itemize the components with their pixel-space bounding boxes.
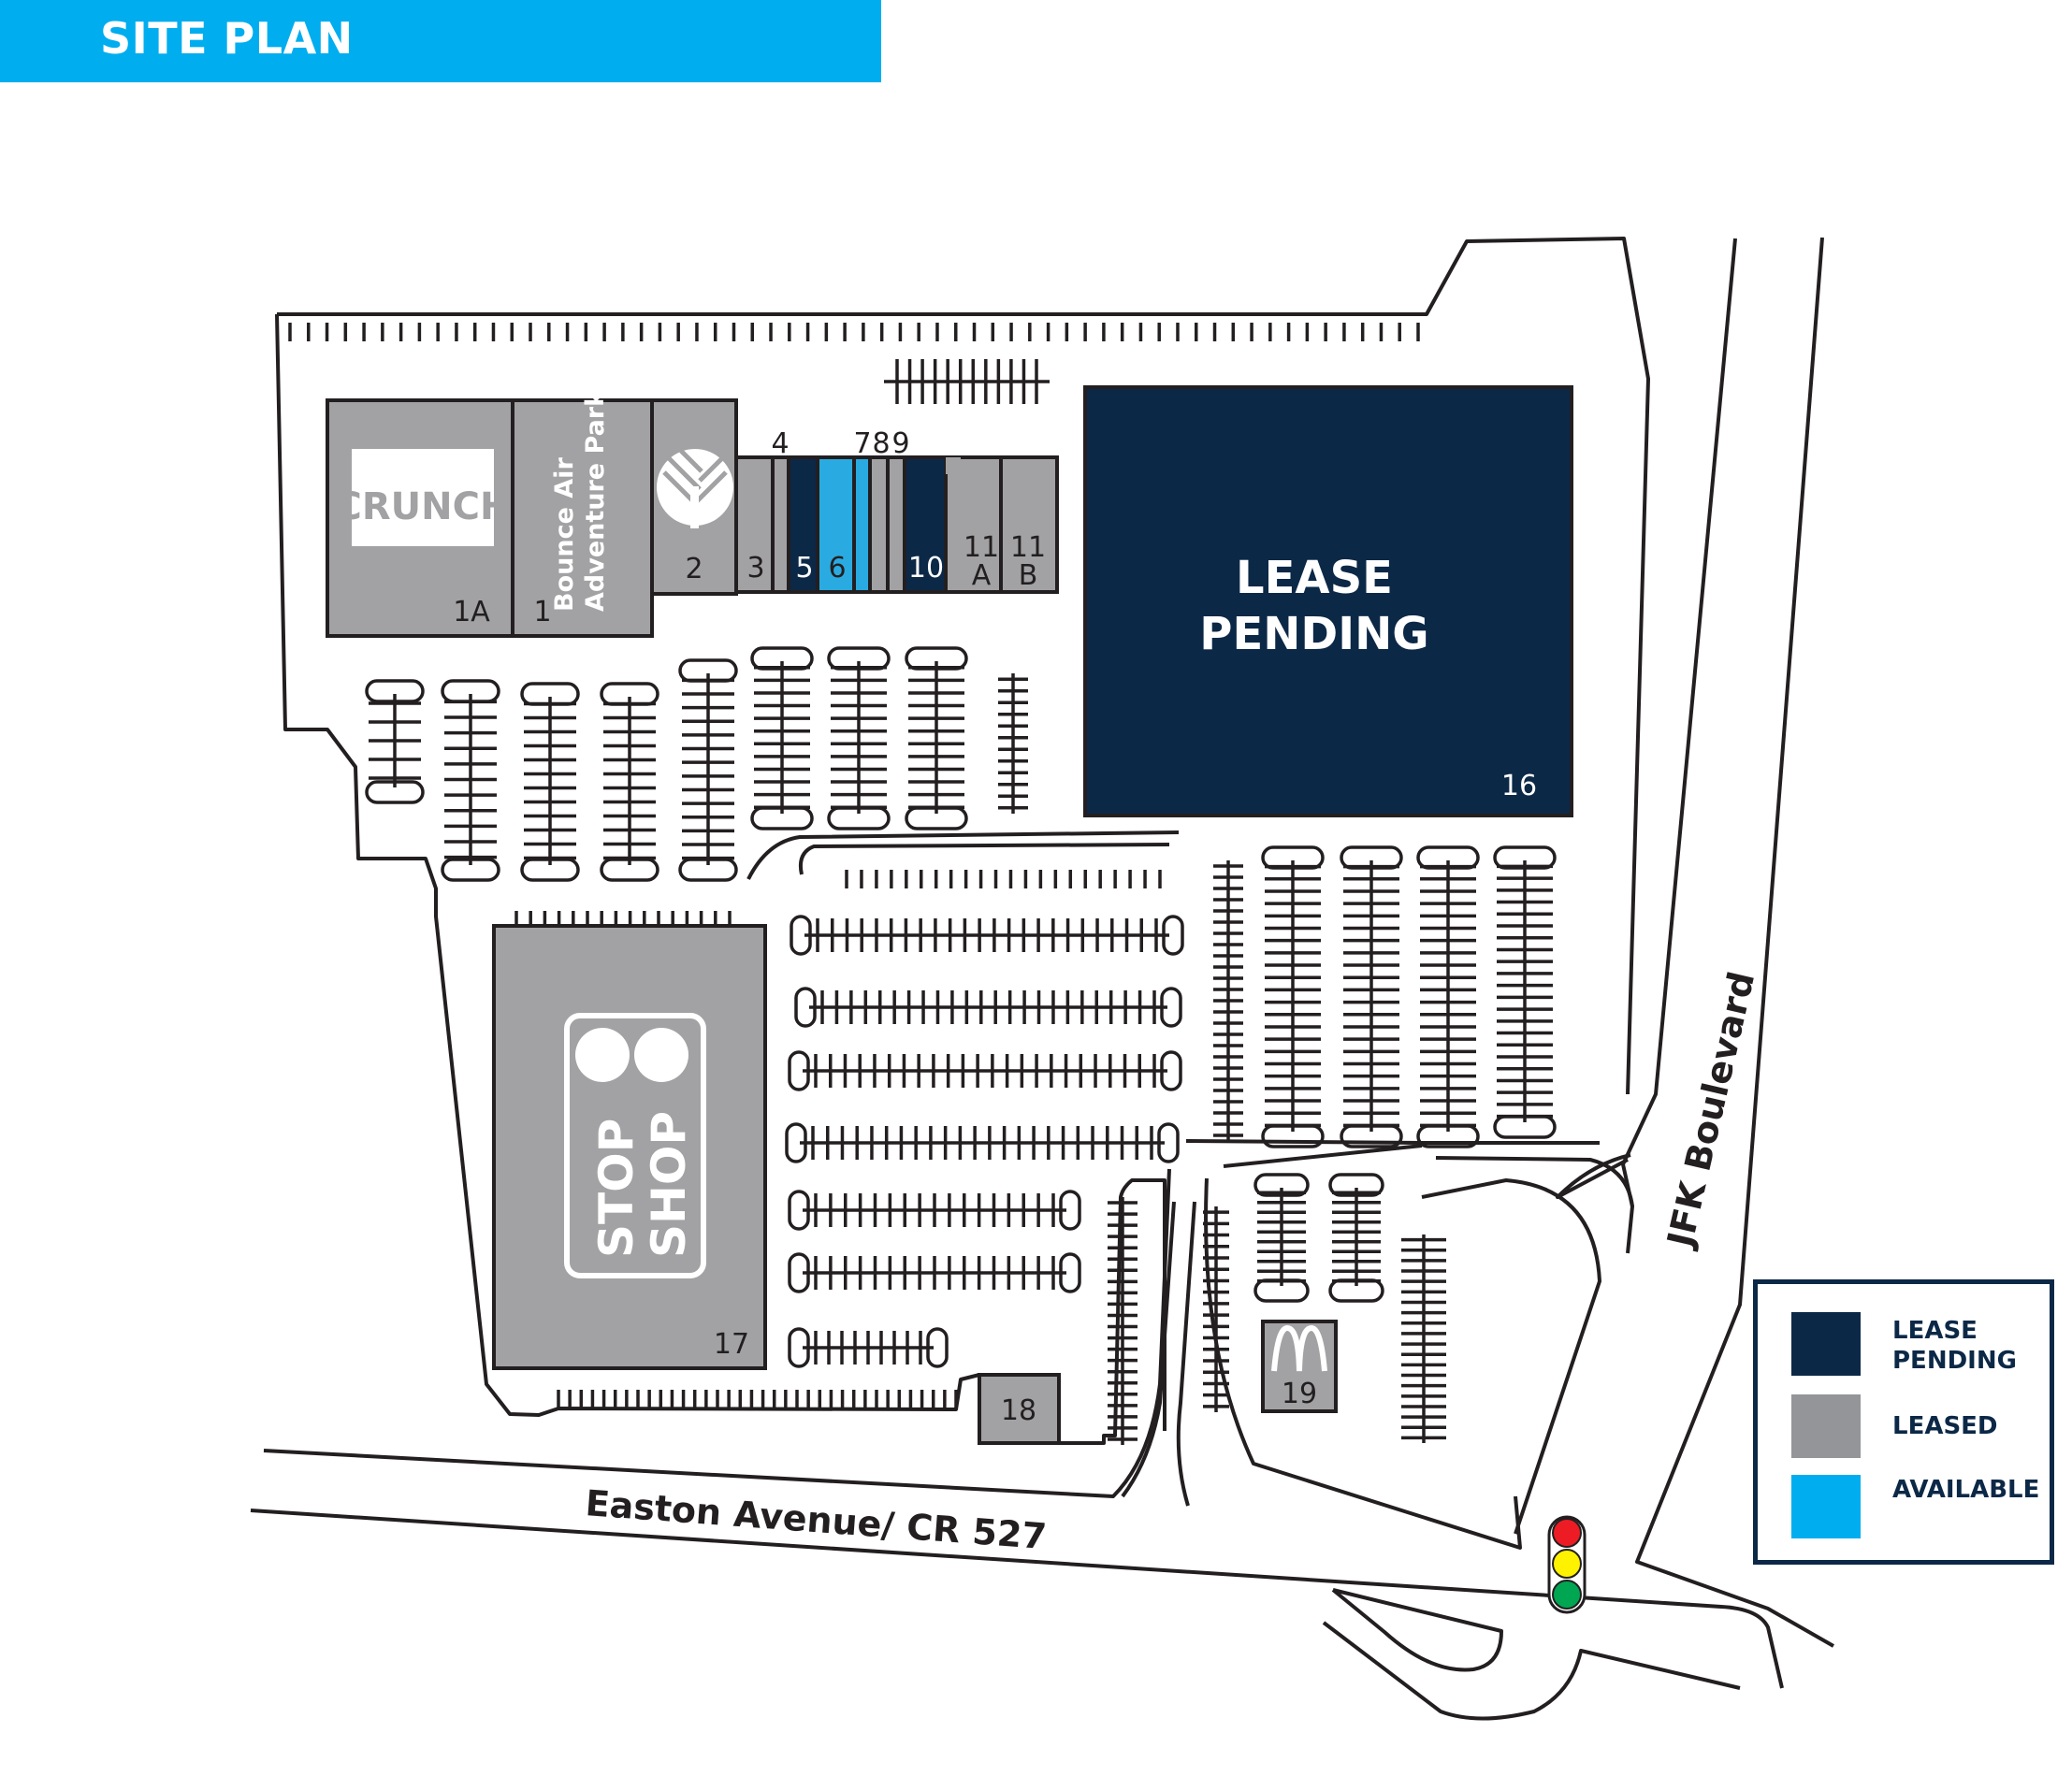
legend-item-leased: LEASED [1791, 1394, 2053, 1460]
unit-number: 18 [1001, 1394, 1036, 1427]
unit-number: 10 [908, 552, 944, 585]
legend-swatch-leased [1791, 1394, 1861, 1458]
parking-row [788, 1327, 949, 1368]
unit-number: 5 [795, 552, 813, 585]
parking-row [788, 1190, 1081, 1231]
parking-layer [288, 323, 1557, 1445]
svg-text:STOP: STOP [589, 1119, 644, 1258]
header-banner: SITE PLAN [0, 0, 881, 82]
unit-number: 11 [964, 531, 999, 564]
building-3[interactable]: 3 [734, 455, 775, 594]
legend-label-lease-pending: LEASE PENDING [1892, 1317, 2017, 1375]
parking-edge-row [514, 911, 732, 926]
parking-row [1108, 1197, 1137, 1445]
parking-row [1253, 1173, 1310, 1303]
unit-number: 1A [453, 596, 490, 628]
legend-item-lease-pending: LEASE PENDING [1791, 1312, 2053, 1378]
building-5[interactable]: 5 [787, 455, 819, 594]
mcdonalds-logo-icon [1271, 1324, 1327, 1372]
unit-number: 16 [1501, 770, 1537, 802]
parking-row [884, 359, 1050, 404]
unit-number: 19 [1282, 1378, 1317, 1410]
svg-text:Adventure Park: Adventure Park [581, 389, 610, 612]
parking-row [1203, 1206, 1229, 1412]
parking-row [1416, 845, 1480, 1148]
unit-number: 17 [714, 1328, 749, 1361]
legend-swatch-lease-pending [1791, 1312, 1861, 1376]
unit-number: A [972, 559, 992, 592]
parking-row [678, 658, 738, 882]
parking-row [794, 987, 1182, 1028]
building-4[interactable]: 4 [771, 427, 790, 594]
parking-row [998, 673, 1028, 814]
building-6[interactable]: 6 [816, 455, 856, 594]
parking-row [1401, 1235, 1446, 1443]
unit-number: B [1019, 559, 1038, 592]
parking-row [788, 1050, 1182, 1091]
easton-avenue-road [250, 1168, 1784, 1721]
building-18[interactable]: 18 [978, 1373, 1061, 1445]
building-11a[interactable]: 11A [944, 455, 1003, 594]
parking-row [1328, 1173, 1384, 1303]
unit-number: 4 [771, 427, 789, 460]
unit-number: 2 [685, 553, 703, 585]
parking-row [827, 646, 891, 830]
crunch-logo: CRUNCH [335, 449, 512, 546]
unit-number: 3 [746, 552, 764, 585]
legend-label-leased: LEASED [1892, 1412, 1998, 1440]
parking-row [1493, 845, 1557, 1139]
parking-row [750, 646, 814, 830]
legend-item-available: AVAILABLE [1791, 1475, 2053, 1540]
unit-number: 6 [828, 552, 846, 585]
legend: LEASE PENDING LEASED AVAILABLE [1753, 1279, 2054, 1565]
parking-row [441, 679, 500, 882]
parking-edge-row [845, 870, 1162, 888]
svg-text:CRUNCH: CRUNCH [335, 485, 512, 528]
parking-row [600, 682, 659, 882]
svg-text:SHOP: SHOP [642, 1111, 696, 1258]
svg-text:Bounce Air: Bounce Air [550, 457, 579, 612]
unit-number: 8 [872, 427, 890, 460]
unit-number: 11 [1010, 531, 1046, 564]
parking-edge-row [288, 323, 1420, 341]
parking-edge-row [557, 1390, 958, 1408]
property-outline [275, 237, 1650, 1445]
parking-row [785, 1122, 1180, 1163]
building-1[interactable]: 1 [511, 398, 654, 638]
page-title: SITE PLAN [100, 13, 354, 64]
lease-pending-text: LEASE [1236, 552, 1393, 604]
parking-row [1261, 845, 1325, 1148]
unit-number: 9 [891, 427, 909, 460]
parking-row [790, 915, 1184, 956]
building-11b[interactable]: 11B [999, 455, 1059, 594]
tree-logo-icon [657, 449, 733, 528]
unit-number: 7 [853, 427, 871, 460]
parking-row [520, 682, 580, 882]
lease-pending-text: PENDING [1199, 608, 1428, 660]
parking-row [788, 1252, 1081, 1293]
stop-and-shop-logo: STOP SHOP [564, 1013, 706, 1278]
legend-label-available: AVAILABLE [1892, 1476, 2040, 1504]
unit-number: 1 [533, 596, 551, 628]
parking-row [1340, 845, 1403, 1148]
traffic-light-icon [1547, 1515, 1587, 1614]
parking-row [1213, 860, 1243, 1141]
parking-row [365, 679, 425, 804]
parking-row [905, 646, 968, 830]
bounce-air-logo-text: Bounce Air Adventure Park [550, 389, 610, 612]
legend-swatch-available [1791, 1475, 1861, 1538]
